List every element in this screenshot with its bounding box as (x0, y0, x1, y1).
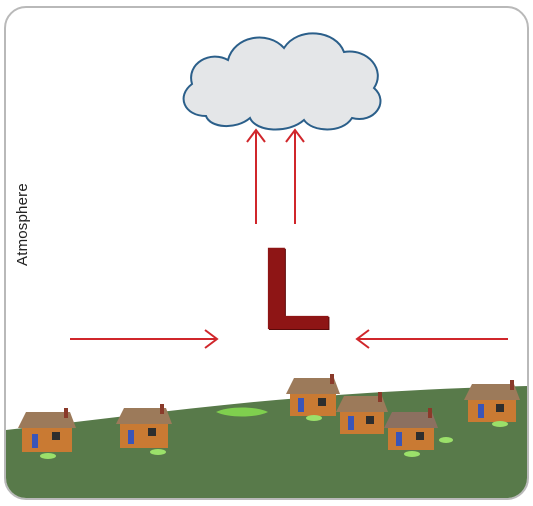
low-pressure-label: L (260, 230, 332, 348)
house-icon (286, 374, 340, 421)
arrow-right-icon (70, 330, 217, 348)
arrow-up-icon (286, 130, 304, 224)
diagram-frame: Atmosphere L (4, 6, 529, 500)
house-icon (18, 408, 76, 459)
house-icon (464, 380, 520, 427)
cloud-icon (184, 33, 381, 129)
house-icon (336, 392, 388, 434)
arrow-left-icon (357, 330, 508, 348)
arrow-up-icon (247, 130, 265, 224)
atmosphere-label: Atmosphere (14, 183, 31, 266)
house-icon (116, 404, 172, 455)
